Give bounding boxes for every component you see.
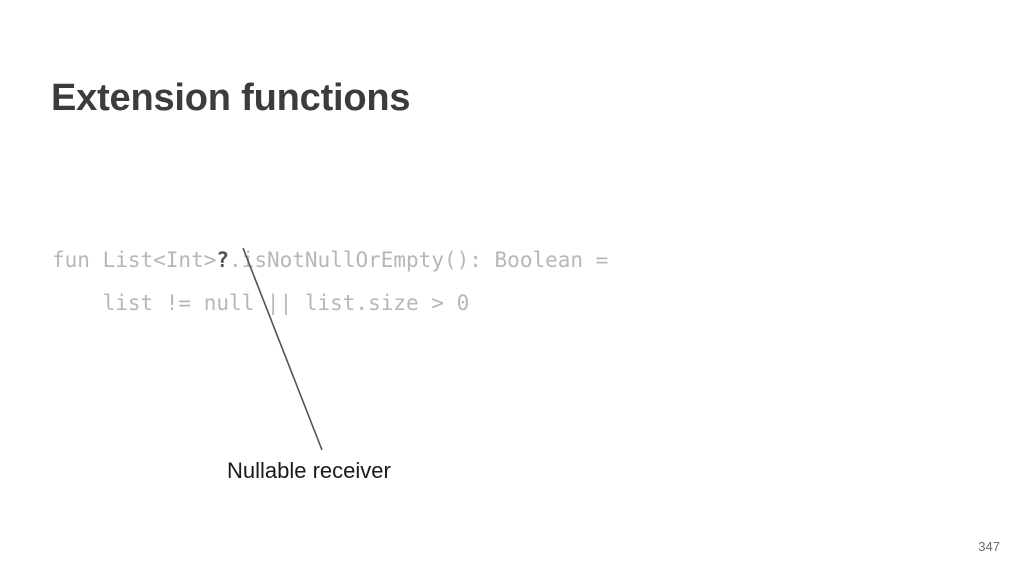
code-line: list != null || list.size > 0 [52,282,608,325]
code-snippet: fun List<Int>?.isNotNullOrEmpty(): Boole… [52,239,608,325]
callout-label: Nullable receiver [227,458,391,483]
code-line-2-before: list != null || list.size > 0 [52,291,470,315]
page-number: 347 [978,539,1000,554]
code-line: fun List<Int>?.isNotNullOrEmpty(): Boole… [52,239,608,282]
code-line-1-after: .isNotNullOrEmpty(): Boolean = [229,248,609,272]
nullable-marker: ? [216,248,230,272]
code-line-1-before: fun List<Int> [52,248,217,272]
page-title: Extension functions [51,77,411,120]
